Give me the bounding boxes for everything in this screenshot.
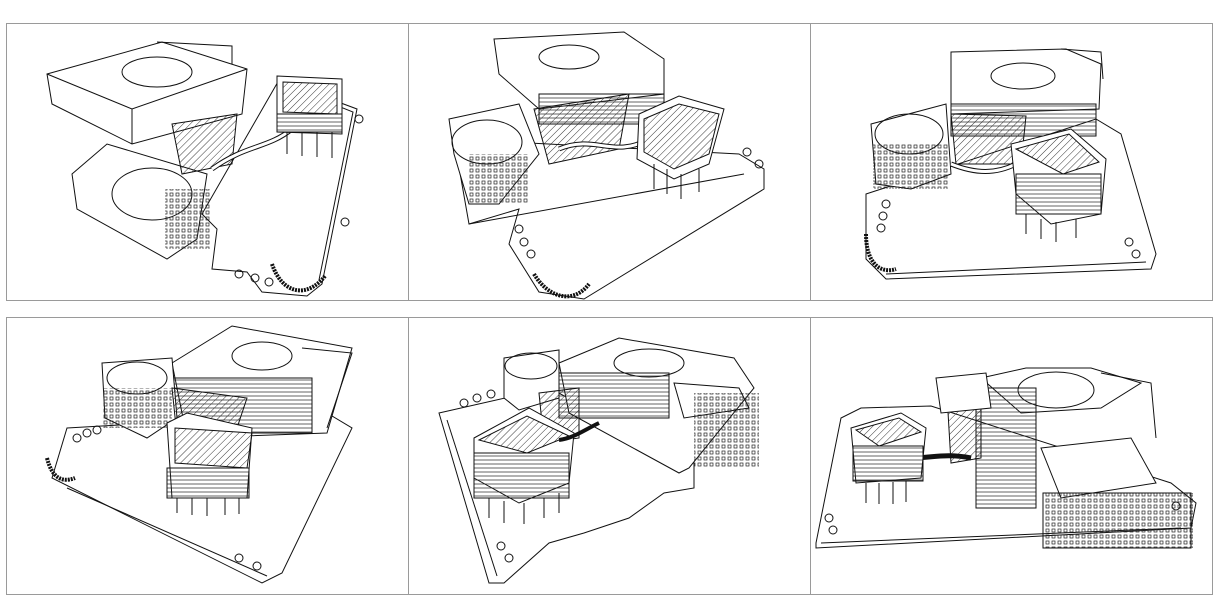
axonometric-view-1 (6, 23, 409, 301)
view-2-drawing (448, 31, 765, 300)
site-plinth (815, 405, 1197, 549)
axonometric-view-4 (6, 317, 409, 595)
east-block (1040, 437, 1157, 499)
axonometric-view-6 (810, 317, 1213, 595)
north-courtyard (121, 56, 193, 88)
west-courtyard (504, 352, 558, 380)
view-5-drawing (438, 337, 759, 584)
view-1-drawing (46, 41, 364, 297)
site-plinth (865, 118, 1157, 280)
view-6-drawing (815, 367, 1197, 549)
view-3-drawing (864, 48, 1157, 280)
north-courtyard (231, 341, 293, 371)
central-stair (171, 113, 238, 175)
north-courtyard (990, 62, 1056, 90)
axonometric-view-5 (408, 317, 811, 595)
north-courtyard (538, 44, 600, 70)
axonometric-view-2 (408, 23, 811, 301)
axonometric-view-3 (810, 23, 1213, 301)
view-4-drawing (45, 325, 353, 584)
